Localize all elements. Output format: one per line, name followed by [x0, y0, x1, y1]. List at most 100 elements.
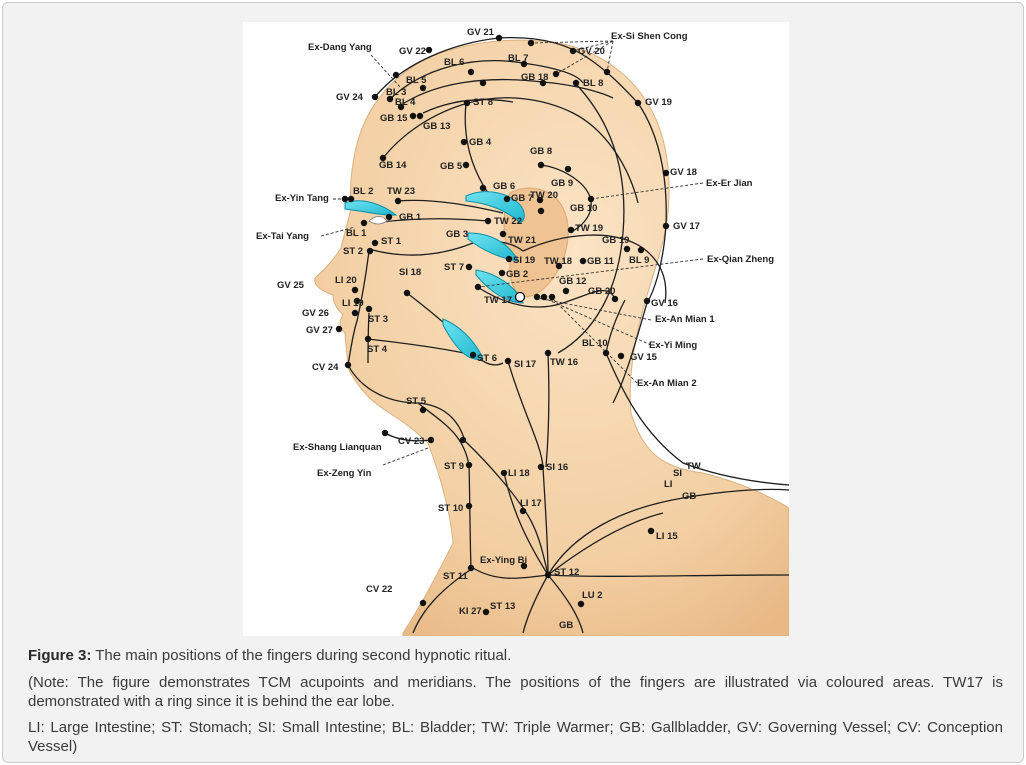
label-tw22: TW 22 [494, 216, 522, 227]
label-gb4: GB 4 [469, 137, 492, 148]
label-gv22: GV 22 [399, 46, 426, 57]
label-st1: ST 1 [381, 236, 402, 247]
label-ex-si-shen-cong: Ex-Si Shen Cong [611, 31, 688, 42]
label-li-channel: LI [664, 479, 672, 490]
label-gv21: GV 21 [467, 27, 495, 38]
label-tw23: TW 23 [387, 186, 415, 197]
label-li18: LI 18 [508, 468, 530, 479]
figure-caption: Figure 3: The main positions of the fing… [28, 646, 1003, 665]
label-st12: ST 12 [554, 567, 579, 578]
finger-area-ear-lobe [475, 269, 524, 304]
label-gb3: GB 3 [446, 229, 468, 240]
label-gb8: GB 8 [530, 146, 552, 157]
figure-title: The main positions of the fingers during… [91, 647, 512, 664]
label-gv18: GV 18 [670, 167, 697, 178]
label-si18: SI 18 [399, 267, 421, 278]
label-tw16: TW 16 [550, 357, 578, 368]
label-gb14: GB 14 [379, 160, 407, 171]
label-gv25: GV 25 [277, 280, 305, 291]
label-gv26: GV 26 [302, 308, 329, 319]
label-st11: ST 11 [443, 571, 469, 582]
label-gv20: GV 20 [578, 46, 605, 57]
label-li17: LI 17 [520, 498, 542, 509]
label-gv24: GV 24 [336, 92, 364, 103]
head-silhouette [314, 39, 789, 636]
label-bl3: BL 3 [386, 87, 406, 98]
figure-label: Figure 3: [28, 647, 92, 664]
label-li15: LI 15 [656, 531, 678, 542]
label-gv17: GV 17 [673, 221, 700, 232]
figure-abbreviations: LI: Large Intestine; ST: Stomach; SI: Sm… [28, 719, 1003, 755]
label-cv24: CV 24 [312, 362, 339, 373]
label-ex-yin-tang: Ex-Yin Tang [275, 193, 329, 204]
label-cv22: CV 22 [366, 584, 392, 595]
label-st10: ST 10 [438, 503, 463, 514]
label-gv19: GV 19 [645, 97, 672, 108]
label-tw17: TW 17 [484, 295, 512, 306]
leader-lines [320, 40, 704, 466]
label-gb2: GB 2 [506, 269, 528, 280]
label-st3: ST 3 [368, 314, 388, 325]
label-gb9: GB 9 [551, 178, 573, 189]
acupoint-dots [335, 34, 670, 616]
label-ex-shang-lianquan: Ex-Shang Lianquan [293, 442, 382, 453]
figure-note: (Note: The figure demonstrates TCM acupo… [28, 674, 1003, 710]
label-tw18: TW 18 [544, 256, 572, 267]
label-st7: ST 7 [444, 262, 464, 273]
finger-area-ear-front [467, 232, 519, 262]
finger-area-eyebrow [344, 200, 398, 216]
label-bl10: BL 10 [582, 338, 608, 349]
label-ex-tai-yang: Ex-Tai Yang [256, 231, 309, 242]
label-st4: ST 4 [367, 344, 388, 355]
label-st9: ST 9 [444, 461, 464, 472]
label-gb7: GB 7 [511, 193, 533, 204]
label-ex-an-mian-2: Ex-An Mian 2 [637, 378, 697, 389]
label-bl8: BL 8 [583, 78, 603, 89]
label-gv27: GV 27 [306, 325, 333, 336]
tw17-ring [514, 291, 526, 303]
label-tw-channel: TW [686, 461, 701, 472]
acupoint-figure: GV 21 GV 22 GV 20 BL 6 BL 7 GB 18 BL 8 E… [243, 22, 789, 636]
label-gb10: GB 10 [570, 203, 597, 214]
label-st6: ST 6 [477, 353, 497, 364]
label-lu2: LU 2 [582, 590, 603, 601]
label-ki27: KI 27 [459, 606, 482, 617]
label-si16: SI 16 [546, 462, 568, 473]
label-gb12: GB 12 [559, 276, 586, 287]
label-cv23: CV 23 [398, 436, 424, 447]
label-st13: ST 13 [490, 601, 515, 612]
label-bl4: BL 4 [395, 97, 416, 108]
label-bl9: BL 9 [629, 255, 649, 266]
label-gv15: GV 15 [630, 352, 658, 363]
acupoint-labels: GV 21 GV 22 GV 20 BL 6 BL 7 GB 18 BL 8 E… [256, 27, 774, 631]
label-bl1: BL 1 [346, 228, 367, 239]
label-ex-ying-bi: Ex-Ying Bi [480, 555, 527, 566]
label-gb19: GB 19 [602, 235, 629, 246]
label-gb-channel: GB [682, 491, 696, 502]
label-ex-er-jian: Ex-Er Jian [706, 178, 753, 189]
label-tw19: TW 19 [575, 223, 603, 234]
label-ex-zeng-yin: Ex-Zeng Yin [317, 468, 372, 479]
label-gb15: GB 15 [380, 113, 408, 124]
label-ex-yi-ming: Ex-Yi Ming [649, 340, 697, 351]
label-bl2: BL 2 [353, 186, 373, 197]
label-gb13: GB 13 [423, 121, 450, 132]
label-gb11: GB 11 [587, 256, 615, 267]
head-illustration: GV 21 GV 22 GV 20 BL 6 BL 7 GB 18 BL 8 E… [256, 27, 789, 636]
label-tw20: TW 20 [530, 190, 558, 201]
label-st8: ST 8 [473, 97, 493, 108]
label-si17: SI 17 [514, 359, 536, 370]
label-ex-an-mian-1: Ex-An Mian 1 [655, 314, 715, 325]
label-gb1: GB 1 [399, 212, 422, 223]
eye [368, 216, 388, 225]
label-st5: ST 5 [406, 396, 427, 407]
label-gb5: GB 5 [440, 161, 463, 172]
finger-area-jaw [442, 318, 484, 360]
label-gv16: GV 16 [651, 298, 678, 309]
label-gb20: GB 20 [588, 286, 615, 297]
label-si-channel: SI [673, 468, 682, 479]
label-ex-qian-zheng: Ex-Qian Zheng [707, 254, 774, 265]
label-gb18: GB 18 [521, 72, 548, 83]
label-bl7: BL 7 [508, 53, 528, 64]
